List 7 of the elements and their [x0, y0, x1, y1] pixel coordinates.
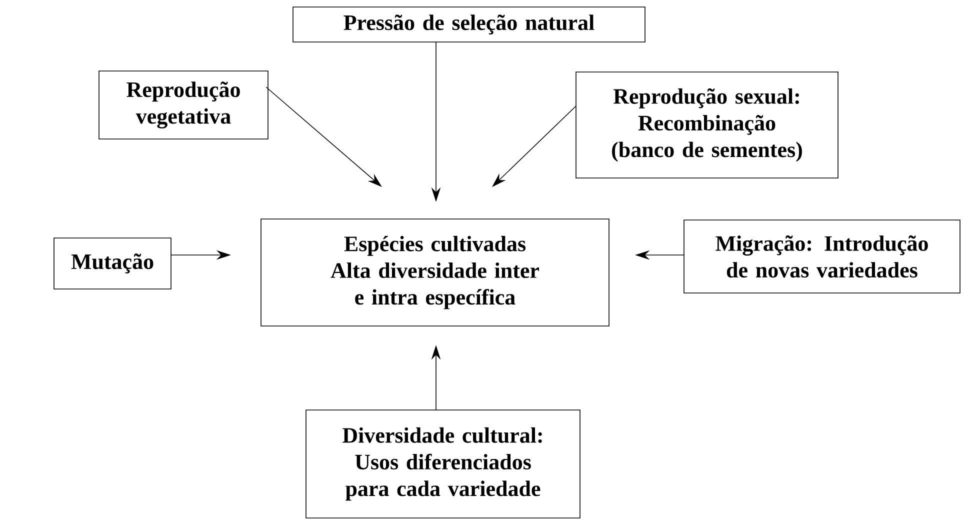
- central-box: Espécies cultivadas Alta diversidade inter e intra específica: [260, 218, 610, 326]
- factor-box: Reprodução vegetativa: [98, 70, 268, 140]
- factor-box: Mutação: [54, 238, 172, 290]
- factor-box: Diversidade cultural: Usos diferenciados para cada variedade: [306, 410, 580, 518]
- factor-box: Migração: Introdução de novas variedades: [684, 220, 960, 294]
- factor-box: Pressão de seleção natural: [292, 6, 646, 42]
- factor-box: Reprodução sexual: Recombinação (banco de sementes): [576, 72, 838, 178]
